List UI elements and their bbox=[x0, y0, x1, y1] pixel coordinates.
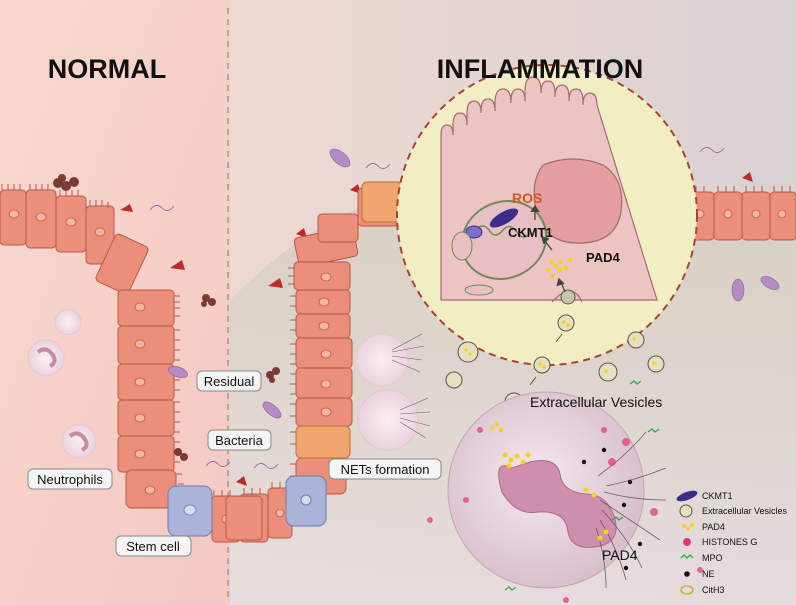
extracellular-vesicle-icon bbox=[679, 504, 693, 518]
ne-icon bbox=[684, 571, 690, 577]
svg-text:Stem cell: Stem cell bbox=[126, 539, 180, 554]
inflammation-title: INFLAMMATION bbox=[437, 54, 643, 84]
bacteria-decorations bbox=[53, 147, 780, 486]
svg-text:Neutrophils: Neutrophils bbox=[37, 472, 103, 487]
cith3-icon bbox=[680, 585, 694, 595]
label-bacteria: Bacteria bbox=[207, 429, 272, 451]
label-nets-formation: NETs formation bbox=[328, 458, 442, 480]
orange-cell bbox=[295, 425, 351, 459]
activated-neutrophil bbox=[427, 380, 703, 603]
normal-epithelium bbox=[0, 184, 293, 543]
normal-title: NORMAL bbox=[48, 54, 166, 84]
legend-label-extracellular-vesicles: Extracellular Vesicles bbox=[702, 506, 788, 516]
label-neutrophils: Neutrophils bbox=[27, 468, 113, 490]
svg-text:NETs formation: NETs formation bbox=[341, 462, 430, 477]
legend-label-ckmt1: CKMT1 bbox=[702, 491, 733, 501]
legend: CKMT1 Extracellular Vesicles PAD4 HISTON… bbox=[702, 491, 788, 595]
legend-label-pad4: PAD4 bbox=[702, 522, 725, 532]
label-residual: Residual bbox=[196, 370, 262, 392]
mpo-icon bbox=[680, 554, 694, 559]
svg-text:Residual: Residual bbox=[204, 374, 255, 389]
net-forming-cells bbox=[355, 333, 431, 451]
label-stem-cell: Stem cell bbox=[115, 535, 192, 557]
normal-neutrophils bbox=[27, 308, 97, 459]
zoom-inset bbox=[396, 64, 698, 366]
neutrophil-nucleus bbox=[498, 460, 617, 548]
legend-label-mpo: MPO bbox=[702, 553, 723, 563]
histones-icon bbox=[683, 538, 691, 546]
legend-icons bbox=[676, 490, 698, 595]
label-pad4-cell: PAD4 bbox=[586, 250, 620, 265]
svg-text:Bacteria: Bacteria bbox=[215, 433, 263, 448]
label-ros: ROS bbox=[512, 190, 542, 206]
label-pad4-neutrophil: PAD4 bbox=[602, 547, 638, 563]
ckmt1-icon bbox=[676, 490, 698, 502]
pad4-icon bbox=[682, 523, 694, 531]
legend-label-cith3: CitH3 bbox=[702, 585, 725, 595]
legend-label-ne: NE bbox=[702, 569, 715, 579]
legend-label-histones: HISTONES G bbox=[702, 537, 757, 547]
label-extracellular-vesicles: Extracellular Vesicles bbox=[530, 394, 662, 410]
label-ckmt1: CKMT1 bbox=[508, 225, 553, 240]
